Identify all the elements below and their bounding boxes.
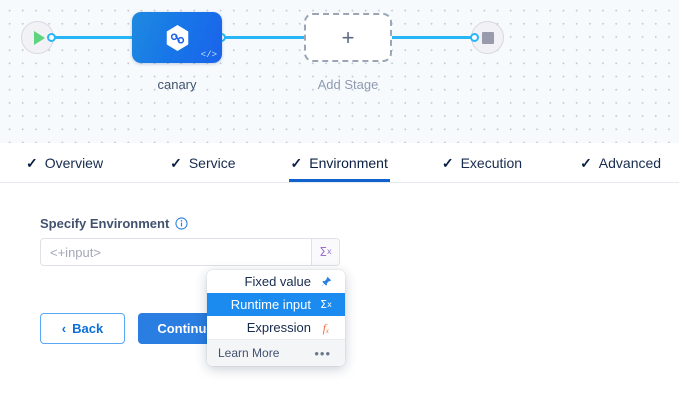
tab-environment[interactable]: ✓ Environment bbox=[289, 143, 390, 182]
tab-label: Service bbox=[189, 155, 236, 171]
environment-input[interactable] bbox=[41, 239, 311, 265]
info-icon[interactable] bbox=[175, 217, 188, 230]
dropdown-learn-more[interactable]: Learn More ••• bbox=[207, 339, 345, 366]
check-icon: ✓ bbox=[170, 156, 182, 170]
chevron-left-icon: ‹ bbox=[62, 321, 66, 336]
add-stage-label: Add Stage bbox=[300, 77, 396, 92]
sigma-x-icon[interactable]: Σx bbox=[311, 239, 339, 265]
tab-label: Environment bbox=[309, 155, 388, 171]
back-button[interactable]: ‹ Back bbox=[40, 313, 125, 344]
sigma-glyph: Σ bbox=[319, 246, 327, 258]
environment-input-group[interactable]: Σx bbox=[40, 238, 340, 266]
dropdown-item-label: Fixed value bbox=[245, 274, 311, 289]
sigma-sup-glyph: x bbox=[327, 301, 332, 309]
dropdown-item-label: Runtime input bbox=[231, 297, 311, 312]
stage-config-tab-bar: ✓ Overview ✓ Service ✓ Environment ✓ Exe… bbox=[0, 143, 679, 183]
value-type-dropdown[interactable]: Fixed value Runtime input Σx Expression … bbox=[207, 270, 345, 366]
add-stage-button[interactable]: + bbox=[304, 13, 392, 62]
tab-label: Execution bbox=[461, 155, 522, 171]
stop-icon bbox=[482, 32, 494, 44]
code-badge-icon: </> bbox=[201, 51, 217, 60]
pin-icon bbox=[319, 276, 333, 287]
connector-canary-to-addstage bbox=[222, 36, 314, 39]
sigma-x-icon: Σx bbox=[319, 299, 333, 310]
dropdown-item-expression[interactable]: Expression fₓ bbox=[207, 316, 345, 339]
sigma-sup-glyph: x bbox=[327, 248, 332, 256]
sigma-glyph: Σ bbox=[320, 299, 327, 310]
dropdown-item-runtime-input[interactable]: Runtime input Σx bbox=[207, 293, 345, 316]
tab-label: Advanced bbox=[599, 155, 661, 171]
back-button-label: Back bbox=[72, 321, 103, 336]
play-icon bbox=[34, 31, 45, 45]
continue-button-label: Continue bbox=[157, 321, 213, 336]
connector-start-to-canary bbox=[46, 36, 140, 39]
check-icon: ✓ bbox=[580, 156, 592, 170]
specify-environment-label: Specify Environment bbox=[40, 216, 169, 231]
stage-node-canary[interactable]: </> bbox=[132, 12, 222, 63]
check-icon: ✓ bbox=[442, 156, 454, 170]
fx-icon: fₓ bbox=[319, 322, 333, 334]
connector-addstage-to-end bbox=[390, 36, 482, 39]
tab-service[interactable]: ✓ Service bbox=[168, 143, 237, 182]
dropdown-item-label: Expression bbox=[247, 320, 311, 335]
stage-label-canary: canary bbox=[132, 77, 222, 92]
socket-end-input[interactable] bbox=[470, 33, 479, 42]
tab-advanced[interactable]: ✓ Advanced bbox=[578, 143, 663, 182]
dropdown-item-fixed-value[interactable]: Fixed value bbox=[207, 270, 345, 293]
tab-execution[interactable]: ✓ Execution bbox=[440, 143, 524, 182]
learn-more-label: Learn More bbox=[218, 346, 279, 360]
harness-hexagon-icon bbox=[165, 25, 190, 51]
socket-start-output[interactable] bbox=[47, 33, 56, 42]
check-icon: ✓ bbox=[291, 156, 303, 170]
plus-icon: + bbox=[306, 15, 390, 60]
pipeline-canvas[interactable]: </> canary + Add Stage bbox=[0, 0, 679, 143]
field-label-row: Specify Environment bbox=[40, 216, 188, 231]
more-dots-icon: ••• bbox=[314, 347, 331, 360]
tab-overview[interactable]: ✓ Overview bbox=[24, 143, 105, 182]
tab-label: Overview bbox=[45, 155, 103, 171]
check-icon: ✓ bbox=[26, 156, 38, 170]
